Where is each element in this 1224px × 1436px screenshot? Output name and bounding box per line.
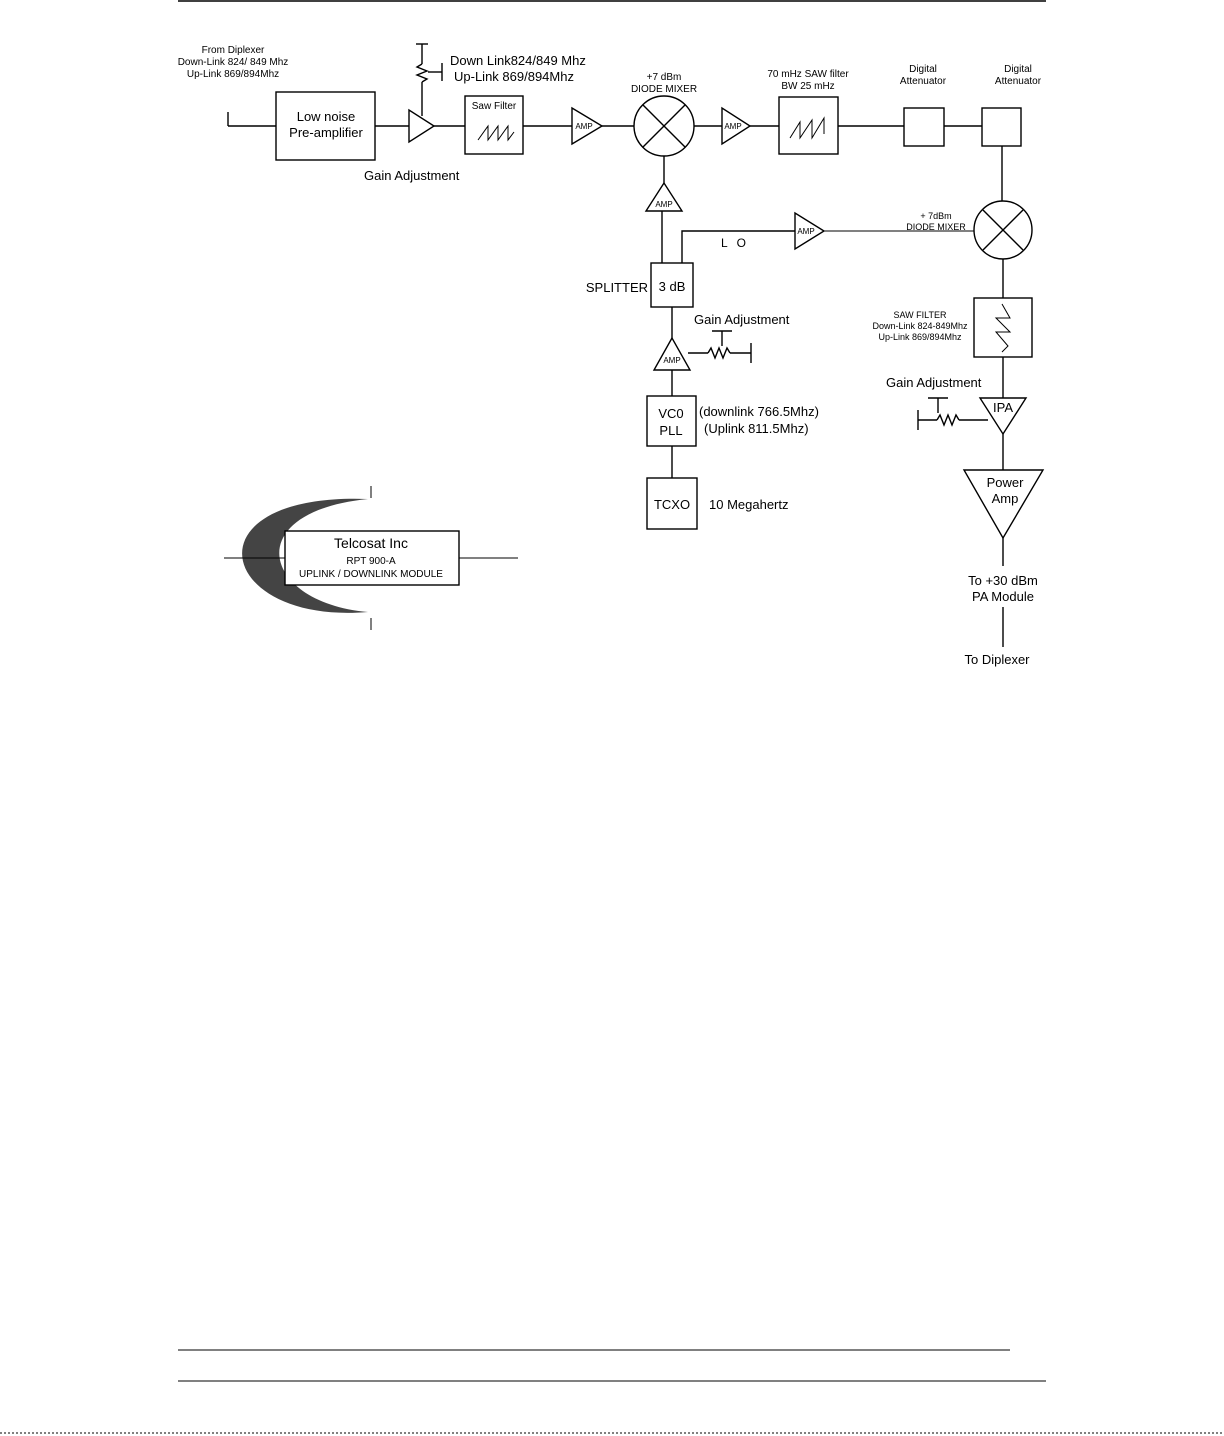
saw-filter-1-box: [464, 95, 524, 155]
att-2-label-1: Digital: [1004, 64, 1032, 75]
vco-freq-2: (Uplink 811.5Mhz): [704, 421, 809, 436]
saw70-label-1: 70 mHz SAW filter: [767, 69, 849, 80]
tcxo-label: TCXO: [654, 497, 690, 512]
lna-box: [275, 91, 376, 161]
gain-pot-mid: [688, 330, 752, 363]
saw70-label-2: BW 25 mHz: [781, 81, 834, 92]
saw2-label-1: SAW FILTER: [893, 310, 947, 320]
mixer-1: [633, 95, 695, 157]
logo-crescent: [242, 498, 368, 613]
gain-pot-top: [415, 43, 443, 116]
vco-label-1: VC0: [658, 406, 683, 421]
amp-1-label: AMP: [575, 122, 592, 131]
gain-mid-label: Gain Adjustment: [694, 312, 790, 327]
vco-box: [646, 395, 697, 447]
att-2-box: [981, 107, 1022, 147]
lna-label-2: Pre-amplifier: [289, 125, 363, 140]
input-label: From Diplexer Down-Link 824/ 849 Mhz Up-…: [178, 45, 289, 80]
ipa-triangle: [978, 397, 1028, 436]
logo-model: RPT 900-A: [346, 556, 396, 567]
lo-label: L O: [721, 236, 749, 250]
saw-filter-1-symbol: [477, 124, 515, 142]
saw2-box: [973, 297, 1033, 358]
lo-branch-wire: [681, 230, 795, 263]
gain-amp-triangle: [408, 108, 436, 144]
amp-2-label: AMP: [724, 122, 741, 131]
mixer-1-label-2: DIODE MIXER: [631, 84, 697, 95]
gain-right-label: Gain Adjustment: [886, 375, 982, 390]
saw-filter-1-label: Saw Filter: [472, 101, 517, 112]
saw70-symbol: [789, 116, 825, 140]
vco-label-2: PLL: [659, 423, 682, 438]
splitter-value: 3 dB: [659, 279, 686, 294]
gain-top-label: Gain Adjustment: [364, 168, 460, 183]
amp-2-triangle: [721, 106, 752, 146]
ipa-label: IPA: [993, 400, 1013, 415]
amp-5-triangle: [652, 336, 692, 371]
mixer-2-label-2: DIODE MIXER: [906, 222, 966, 232]
output-label-3: To Diplexer: [964, 652, 1030, 667]
output-label-2: PA Module: [972, 589, 1034, 604]
splitter-label: SPLITTER: [586, 280, 648, 295]
logo-module: UPLINK / DOWNLINK MODULE: [299, 569, 443, 580]
power-amp-triangle: [962, 469, 1045, 540]
lna-label-1: Low noise: [297, 109, 356, 124]
saw2-symbol: [994, 303, 1012, 353]
gain-top-freq-2: Up-Link 869/894Mhz: [454, 69, 574, 84]
logo-company: Telcosat Inc: [334, 535, 408, 551]
tcxo-box: [646, 477, 698, 530]
input-from-label: From Diplexer: [202, 45, 265, 56]
amp-3-label: AMP: [655, 200, 672, 209]
saw2-label-2: Down-Link 824-849Mhz: [872, 321, 968, 331]
amp-1-triangle: [571, 106, 604, 146]
output-label-1: To +30 dBm: [968, 573, 1038, 588]
amp-3-triangle: [644, 181, 684, 212]
tcxo-freq: 10 Megahertz: [709, 497, 789, 512]
att-1-box: [903, 107, 945, 147]
amp-4-label: AMP: [797, 227, 814, 236]
amp-5-label: AMP: [663, 356, 680, 365]
vco-freq-1: (downlink 766.5Mhz): [699, 404, 819, 419]
amp-4-triangle: [794, 211, 826, 251]
mixer-2-label-1: + 7dBm: [920, 211, 951, 221]
input-downlink-label: Down-Link 824/ 849 Mhz: [178, 57, 289, 68]
logo-box: [284, 530, 460, 586]
power-amp-label-2: Amp: [992, 491, 1019, 506]
att-1-label-1: Digital: [909, 64, 937, 75]
power-amp-label-1: Power: [987, 475, 1025, 490]
telcosat-logo: Telcosat Inc RPT 900-A UPLINK / DOWNLINK…: [224, 486, 518, 630]
att-1-label-2: Attenuator: [900, 76, 947, 87]
input-uplink-label: Up-Link 869/894Mhz: [187, 69, 279, 80]
att-2-label-2: Attenuator: [995, 76, 1042, 87]
saw2-label-3: Up-Link 869/894Mhz: [878, 332, 962, 342]
gain-top-freq-1: Down Link824/849 Mhz: [450, 53, 586, 68]
gain-pot-right: [917, 397, 988, 430]
mixer-1-label-1: +7 dBm: [647, 72, 682, 83]
mixer-2: [973, 200, 1033, 260]
